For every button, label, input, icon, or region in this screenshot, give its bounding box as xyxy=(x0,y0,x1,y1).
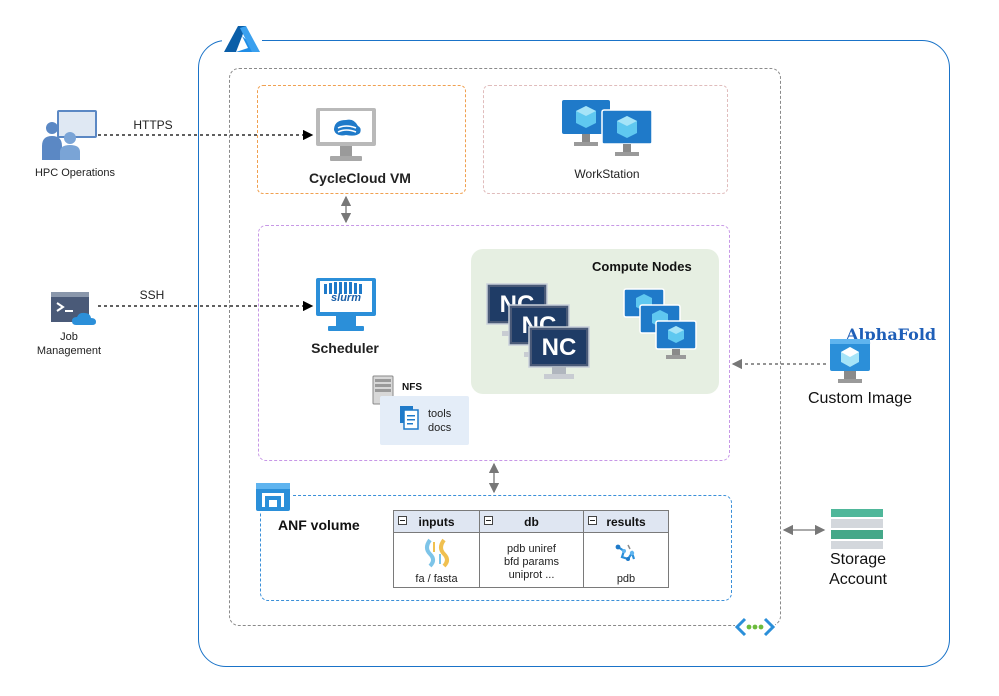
anf-folder-inputs: inputs fa / fasta xyxy=(394,511,480,587)
storage-account-icon xyxy=(831,509,883,549)
fasta-sequence-icon xyxy=(425,538,449,568)
custom-image-label: Custom Image xyxy=(807,390,913,407)
storage-account-label-line2: Account xyxy=(829,571,887,588)
nfs-share-box xyxy=(380,396,469,445)
job-management-label-line2: Management xyxy=(36,345,102,357)
scheduler-label: Scheduler xyxy=(311,340,379,356)
nfs-label: NFS xyxy=(402,382,422,393)
job-management-icon xyxy=(51,292,96,325)
nc-vm-icon xyxy=(528,326,590,379)
hpc-operations-label: HPC Operations xyxy=(34,167,116,179)
https-label: HTTPS xyxy=(133,118,173,132)
list-item: fa / fasta xyxy=(415,573,458,585)
cyclecloud-label: CycleCloud VM xyxy=(309,170,411,186)
collapse-icon[interactable] xyxy=(484,516,493,525)
workstation-label: WorkStation xyxy=(574,167,640,181)
collapse-icon[interactable] xyxy=(588,516,597,525)
ssh-label: SSH xyxy=(139,288,165,302)
list-item: uniprot ... xyxy=(508,569,555,581)
vnet-frame xyxy=(229,68,781,626)
anf-volume-frame xyxy=(260,495,732,601)
storage-account-label-line1: Storage xyxy=(829,551,887,568)
cyclecloud-monitor-icon xyxy=(316,108,376,161)
job-management-label-line1: Job xyxy=(60,331,78,343)
anf-folder-db: db pdb uniref bfd params uniprot ... xyxy=(480,511,584,587)
vm-scale-set-icon xyxy=(623,288,697,359)
cluster-frame xyxy=(258,225,730,461)
azure-subscription-frame xyxy=(198,40,950,667)
table-column-header[interactable]: inputs xyxy=(394,511,479,533)
custom-image-icon xyxy=(830,339,870,383)
collapse-icon[interactable] xyxy=(398,516,407,525)
hpc-operations-icon xyxy=(42,110,97,160)
workstation-frame xyxy=(483,85,728,194)
nfs-tools-text: tools xyxy=(428,408,452,420)
cyclecloud-frame xyxy=(257,85,466,194)
anf-folders-table: inputs fa / fasta db pdb uniref bfd para… xyxy=(393,510,669,588)
vnet-icon xyxy=(734,616,776,638)
compute-nodes-label: Compute Nodes xyxy=(592,259,692,274)
nc-badge-3: NC xyxy=(541,334,577,361)
table-column-header[interactable]: results xyxy=(584,511,668,533)
workstation-vm-icon xyxy=(562,100,653,156)
nfs-docs-text: docs xyxy=(428,422,452,434)
protein-structure-icon xyxy=(615,544,636,561)
anf-folder-results: results pdb xyxy=(584,511,668,587)
slurm-logo-text: slurm xyxy=(331,292,361,304)
list-item: pdb uniref xyxy=(507,543,556,555)
list-item: pdb xyxy=(616,573,636,585)
documents-icon xyxy=(400,406,419,430)
anf-volume-label: ANF volume xyxy=(278,517,360,533)
slurm-scheduler-icon xyxy=(316,278,376,331)
table-column-header[interactable]: db xyxy=(480,511,583,533)
anf-volume-icon xyxy=(254,481,292,513)
list-item: bfd params xyxy=(503,556,560,568)
azure-logo-icon xyxy=(222,24,262,54)
